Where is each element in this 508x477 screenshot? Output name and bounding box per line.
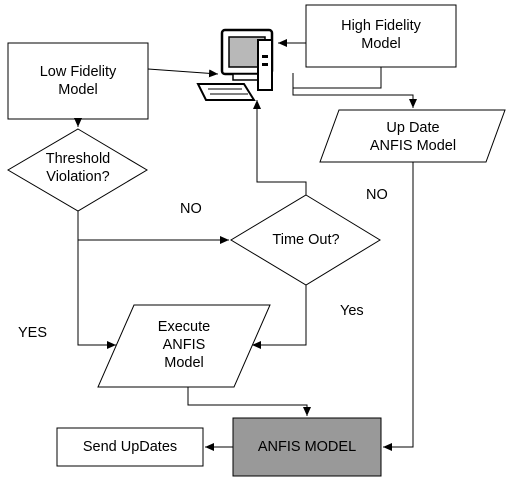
low-fidelity-line2: Model	[58, 82, 98, 98]
threshold-line2: Violation?	[46, 169, 110, 185]
timeout-line1: Time Out?	[272, 232, 340, 248]
threshold-label: Threshold Violation?	[18, 150, 138, 186]
high-fidelity-line2: Model	[361, 36, 401, 52]
send-updates-box	[56, 427, 204, 467]
update-anfis-label: Up Date ANFIS Model	[330, 119, 496, 155]
update-anfis-line2: ANFIS Model	[369, 138, 457, 154]
anfis-model-line1: ANFIS MODEL	[257, 439, 357, 455]
high-fidelity-label: High Fidelity Model	[306, 17, 456, 53]
send-updates-line1: Send UpDates	[82, 439, 178, 455]
low-fidelity-line1: Low Fidelity	[39, 64, 117, 80]
edge-label-no-left: NO	[180, 201, 202, 217]
timeout-label: Time Out?	[246, 231, 366, 249]
high-fidelity-box	[305, 4, 457, 68]
low-fidelity-label: Low Fidelity Model	[8, 63, 148, 99]
low-fidelity-box	[7, 42, 149, 120]
edge-label-no-right: NO	[366, 187, 388, 203]
execute-line2: ANFIS	[162, 337, 206, 353]
edge-label-yes-left: YES	[18, 325, 48, 341]
send-updates-label: Send UpDates	[57, 438, 203, 456]
edge-label-yes-right: Yes	[340, 303, 364, 319]
threshold-line1: Threshold	[45, 151, 111, 167]
execute-line1: Execute	[157, 319, 211, 335]
computer-icon	[196, 28, 274, 101]
execute-parallelogram	[97, 304, 271, 388]
execute-label: Execute ANFIS Model	[124, 318, 244, 372]
update-anfis-parallelogram	[319, 109, 506, 163]
update-anfis-line1: Up Date	[386, 120, 440, 136]
anfis-model-label: ANFIS MODEL	[233, 438, 381, 456]
anfis-model-box	[232, 417, 382, 477]
high-fidelity-line1: High Fidelity	[341, 18, 421, 34]
execute-line3: Model	[164, 355, 204, 371]
